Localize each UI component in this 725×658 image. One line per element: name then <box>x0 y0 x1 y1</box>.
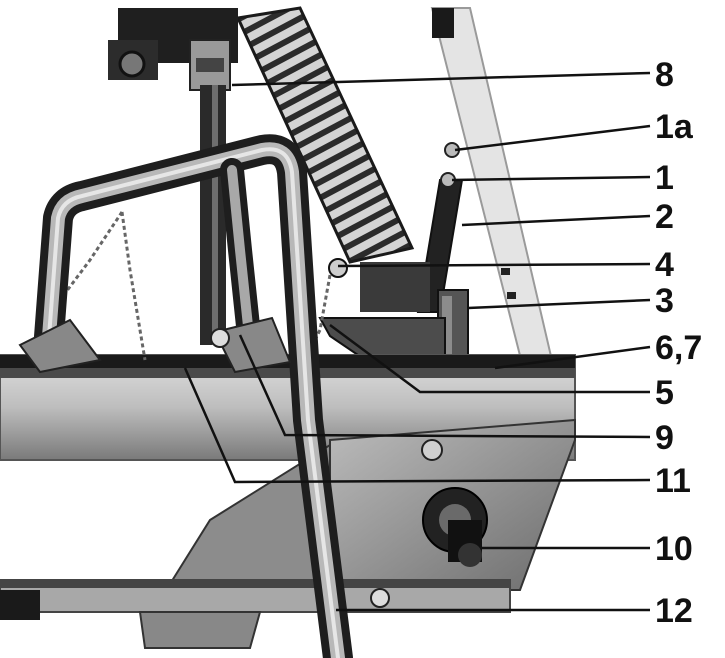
callout-11: 11 <box>655 462 691 500</box>
leader-9 <box>238 334 651 439</box>
leader-3 <box>467 298 651 310</box>
leader-8 <box>231 71 651 87</box>
callout-12: 12 <box>655 592 693 630</box>
leader-11 <box>183 367 651 484</box>
machine-illustration <box>0 6 576 658</box>
tube-handle <box>33 134 353 658</box>
callout-labels: 8 1a 1 2 4 3 6,7 5 9 11 10 12 <box>655 56 702 630</box>
callout-6-7: 6,7 <box>655 329 702 367</box>
leader-1 <box>451 175 651 182</box>
coil-spring <box>235 6 415 264</box>
callout-10: 10 <box>655 530 693 568</box>
callout-4: 4 <box>655 246 674 284</box>
callout-1a: 1a <box>655 108 694 146</box>
leader-2 <box>461 214 651 227</box>
callout-leader-lines <box>183 71 651 612</box>
leader-6-7 <box>494 345 651 370</box>
callout-9: 9 <box>655 419 674 457</box>
callout-5: 5 <box>655 374 674 412</box>
callout-2: 2 <box>655 198 674 236</box>
callout-3: 3 <box>655 282 674 320</box>
callout-8: 8 <box>655 56 674 94</box>
top-bracket <box>108 8 238 91</box>
leader-4 <box>337 262 651 268</box>
adjustment-knob <box>422 487 488 567</box>
leader-1a <box>454 124 651 152</box>
post-holes <box>501 268 516 299</box>
callout-1: 1 <box>655 159 674 197</box>
beam-feet <box>18 316 292 374</box>
leader-5 <box>329 323 650 394</box>
